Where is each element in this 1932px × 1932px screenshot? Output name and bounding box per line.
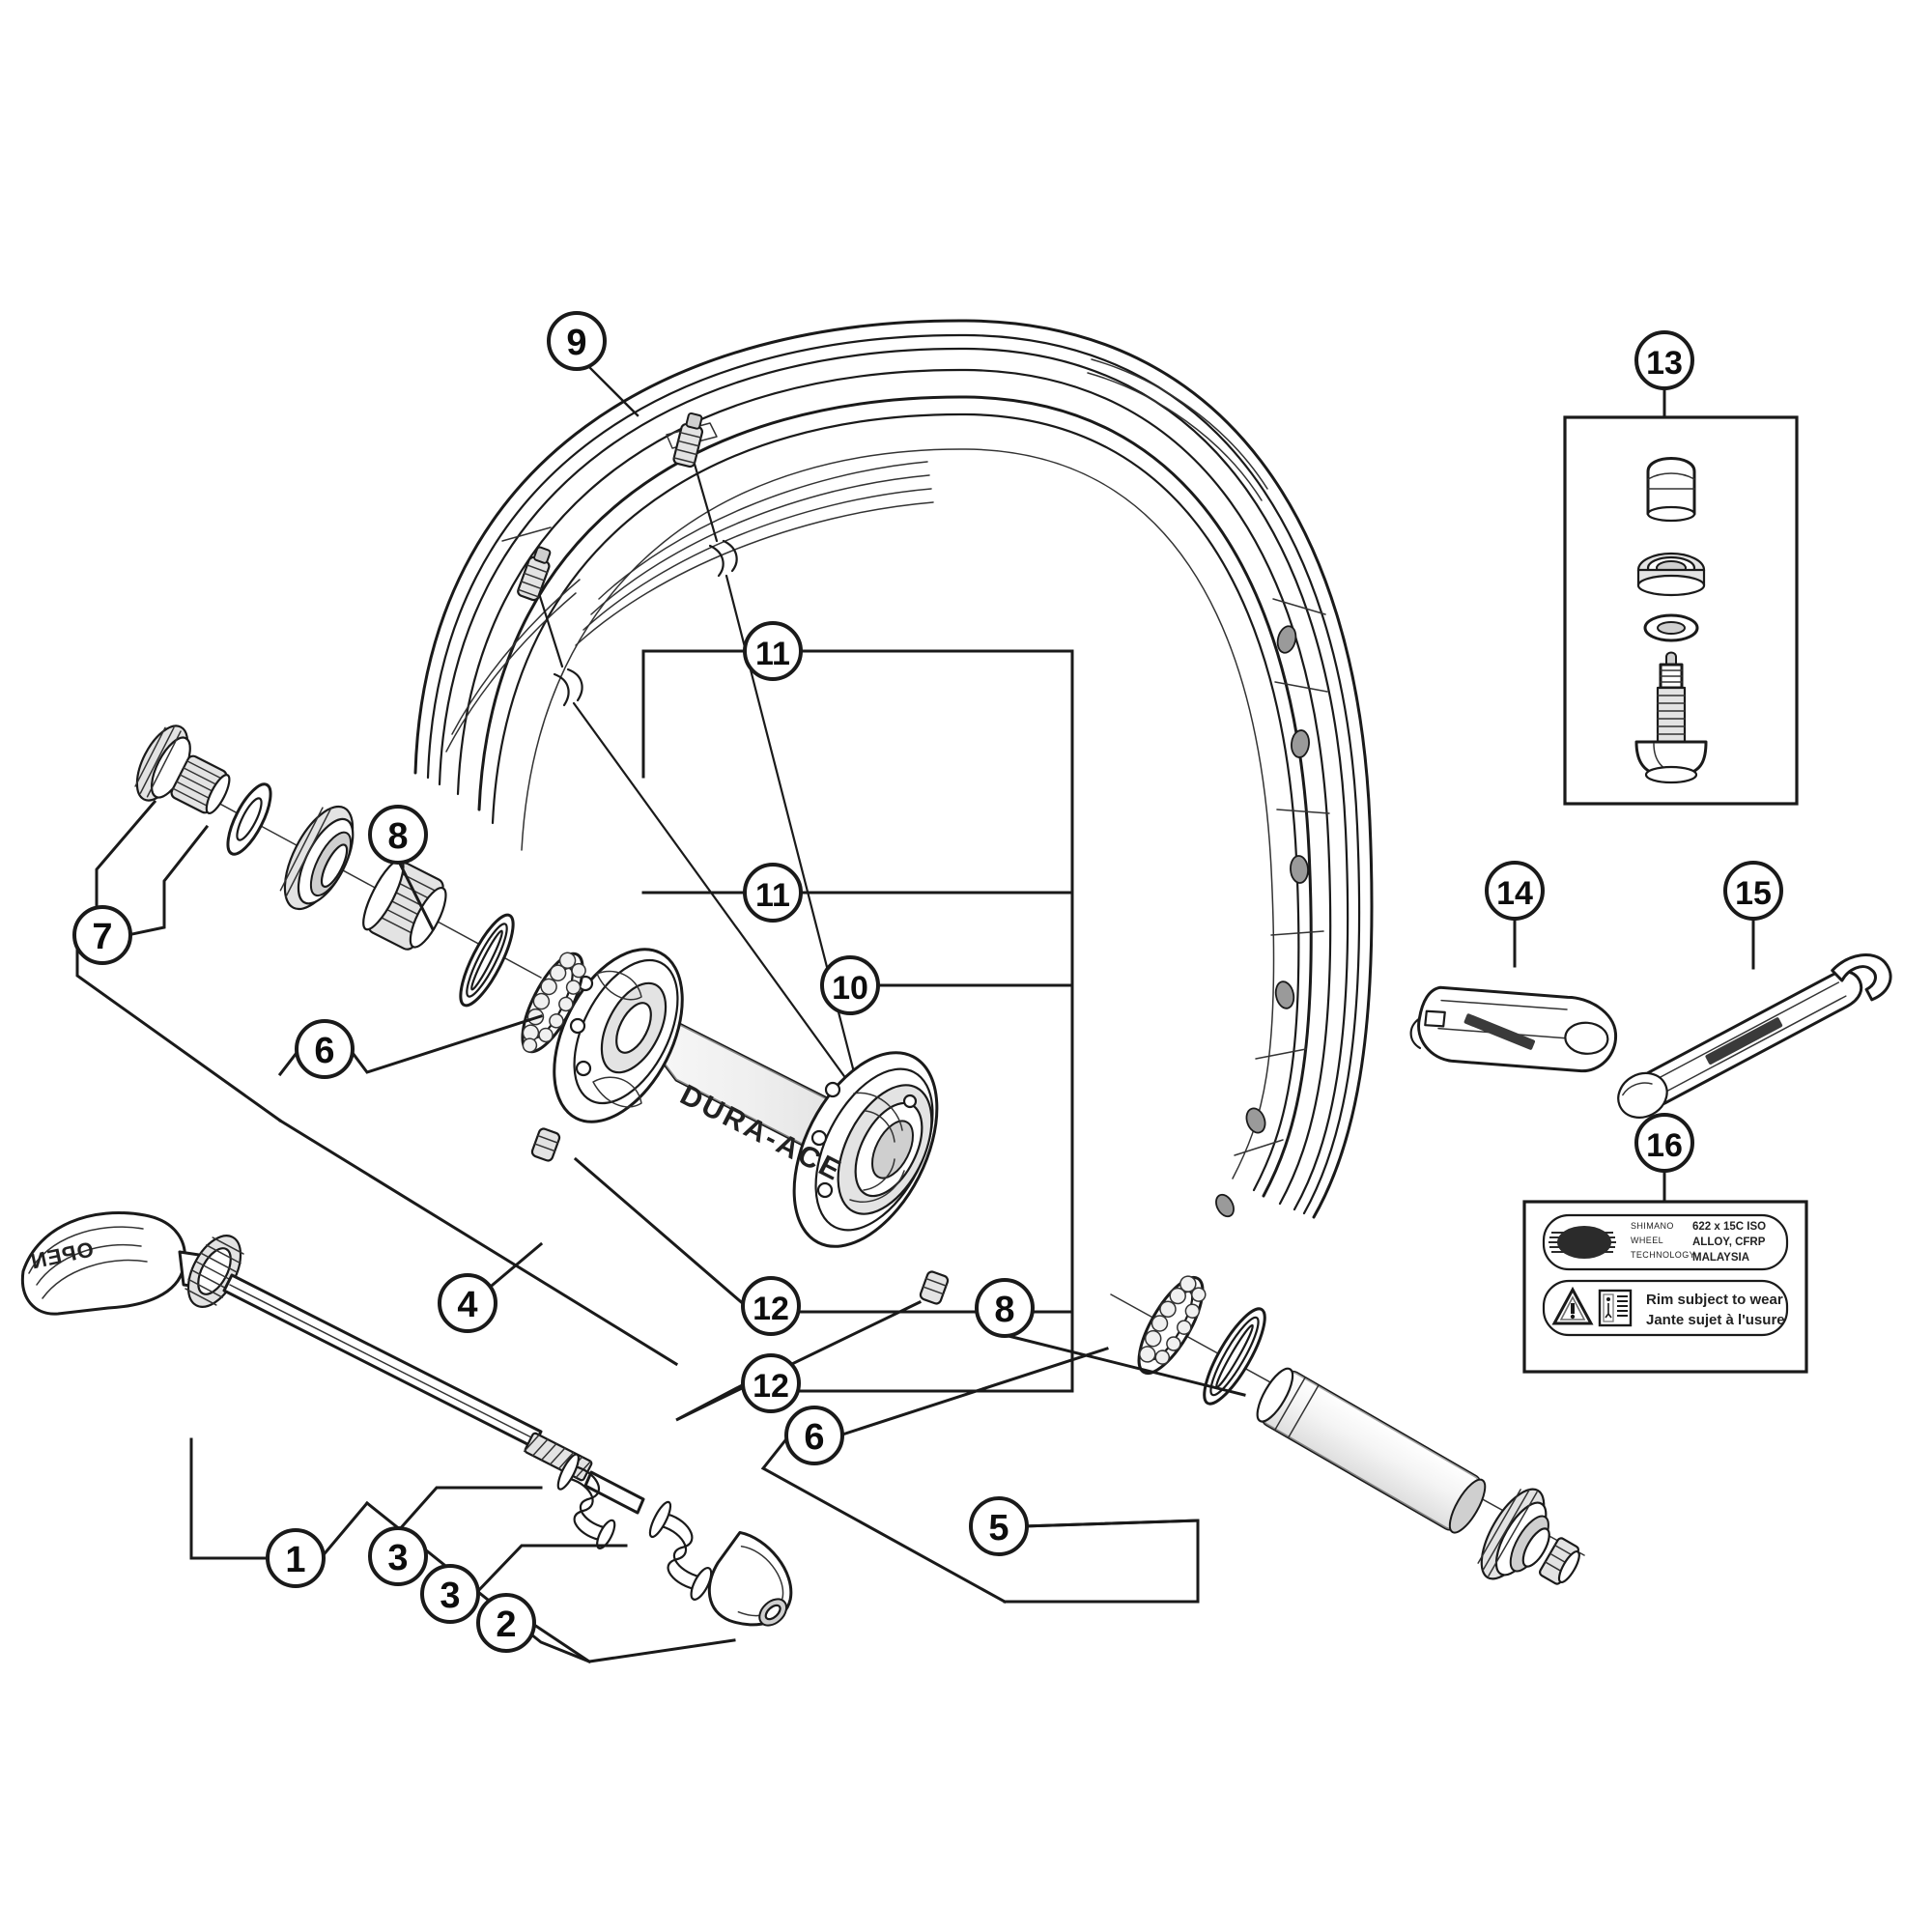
callout-cone-wrench[interactable]: 15	[1723, 861, 1783, 921]
callout-spoke-nipple-lower[interactable]: 12	[741, 1353, 801, 1413]
left-bearing-train	[134, 724, 586, 1054]
callout-bubble[interactable]	[820, 955, 880, 1015]
callout-number: 16	[1646, 1127, 1683, 1164]
callout-bubble[interactable]	[438, 1273, 497, 1333]
qr-adjusting-nut	[707, 1530, 793, 1627]
callout-bubble[interactable]	[743, 621, 803, 681]
callout-complete-wheel[interactable]: 10	[820, 955, 880, 1015]
ball-retainer-left	[521, 952, 586, 1054]
callout-ball-retainer-left[interactable]: 6	[295, 1019, 355, 1079]
right-axle-train	[1110, 1275, 1585, 1585]
callout-bubble[interactable]	[547, 311, 607, 371]
callout-bubble[interactable]	[741, 1276, 801, 1336]
qr-spring-left	[556, 1453, 616, 1549]
callout-spoke-lower[interactable]: 11	[743, 863, 803, 923]
callout-bubble[interactable]	[1634, 330, 1694, 390]
callout-quick-release-spring-left[interactable]: 3	[368, 1526, 428, 1586]
hub-shell: DURA-ACE	[553, 948, 939, 1248]
callout-number: 9	[566, 323, 586, 363]
callout-valve-stem-assembly[interactable]: 13	[1634, 330, 1694, 390]
ball-retainer-right	[1137, 1275, 1207, 1376]
callout-number: 8	[994, 1290, 1014, 1330]
rim-warning-decal: Rim subject to wear Jante sujet à l'usur…	[1542, 1279, 1789, 1337]
callout-bubble[interactable]	[743, 863, 803, 923]
callout-bubble[interactable]	[476, 1593, 536, 1653]
callout-number: 12	[753, 1291, 789, 1327]
callout-bubble[interactable]	[72, 905, 132, 965]
callout-spoke-nipple-wrench[interactable]: 14	[1485, 861, 1545, 921]
callout-number: 11	[755, 636, 790, 672]
decal-spec-line-1: 622 x 15C ISO	[1692, 1221, 1766, 1233]
callout-bubble[interactable]	[368, 805, 428, 865]
callout-number: 1	[285, 1540, 305, 1580]
callout-number: 13	[1646, 345, 1683, 382]
decal-brand-line-3: TECHNOLOGY	[1631, 1250, 1695, 1260]
callout-hub-axle-unit-complete[interactable]: 4	[438, 1273, 497, 1333]
callout-number: 3	[440, 1576, 460, 1616]
callout-hub-dust-seal-right[interactable]: 8	[975, 1278, 1035, 1338]
callout-number: 6	[314, 1031, 334, 1071]
callout-number: 15	[1735, 875, 1772, 912]
leader-9	[587, 365, 639, 417]
callout-bubble[interactable]	[420, 1564, 480, 1624]
callout-number: 3	[387, 1538, 408, 1578]
callout-bubble[interactable]	[975, 1278, 1035, 1338]
decal-warning-en: Rim subject to wear	[1646, 1292, 1783, 1308]
callout-bubble[interactable]	[1723, 861, 1783, 921]
callout-rim-decal-set[interactable]: 16	[1634, 1113, 1694, 1173]
callout-spoke-nipple-upper[interactable]: 12	[741, 1276, 801, 1336]
rim-decal-box: SHIMANO WHEEL TECHNOLOGY 622 x 15C ISO A…	[1522, 1200, 1808, 1374]
dust-seal-left	[459, 913, 515, 1008]
quick-release-skewer: OPEN	[20, 1211, 793, 1627]
cone-wrench	[1617, 953, 1892, 1119]
rim-spoke-holes	[1215, 625, 1310, 1218]
callout-bubble[interactable]	[741, 1353, 801, 1413]
decal-brand-line-2: WHEEL	[1631, 1236, 1663, 1245]
callout-bubble[interactable]	[266, 1528, 326, 1588]
callout-number: 12	[753, 1368, 789, 1405]
rim-spec-decal: SHIMANO WHEEL TECHNOLOGY 622 x 15C ISO A…	[1542, 1213, 1789, 1271]
spoke-nipple-parts	[530, 1127, 950, 1305]
callout-number: 6	[804, 1417, 824, 1458]
decal-warning-fr: Jante sujet à l'usure	[1646, 1312, 1785, 1328]
callout-ball-retainer-right[interactable]: 6	[784, 1406, 844, 1465]
callout-bubble[interactable]	[784, 1406, 844, 1465]
decal-spec-line-2: ALLOY, CFRP	[1692, 1236, 1766, 1248]
dust-seal-right	[1203, 1307, 1266, 1406]
spoke-nipple-wrench	[1409, 985, 1617, 1073]
callout-quick-release-skewer-complete[interactable]: 1	[266, 1528, 326, 1588]
callout-quick-release-adjusting-nut[interactable]: 2	[476, 1593, 536, 1653]
rim-arc	[413, 319, 1374, 1219]
callout-number: 10	[832, 970, 868, 1007]
callout-number: 14	[1496, 875, 1533, 912]
qr-lever: OPEN	[20, 1211, 230, 1316]
callout-spoke-upper[interactable]: 11	[743, 621, 803, 681]
callout-bubble[interactable]	[969, 1496, 1029, 1556]
callout-hub-dust-seal-left[interactable]: 8	[368, 805, 428, 865]
valve-stem-box	[1563, 415, 1799, 806]
callout-number: 7	[92, 917, 112, 957]
hub-axle	[1256, 1367, 1487, 1534]
callout-number: 2	[496, 1605, 516, 1645]
qr-spring-right	[648, 1500, 713, 1601]
hub-flange-left	[553, 948, 684, 1123]
decal-spec-line-3: MALAYSIA	[1692, 1252, 1749, 1264]
callout-number: 5	[988, 1508, 1009, 1548]
decal-brand-line-1: SHIMANO	[1631, 1221, 1674, 1231]
callout-bubble[interactable]	[1485, 861, 1545, 921]
callout-number: 8	[387, 816, 408, 857]
callout-quick-release-spring-right[interactable]: 3	[420, 1564, 480, 1624]
hub-flange-right	[792, 1051, 939, 1248]
callout-cone-and-locknut-unit-left[interactable]: 7	[72, 905, 132, 965]
callout-bubble[interactable]	[295, 1019, 355, 1079]
callout-bubble[interactable]	[368, 1526, 428, 1586]
callout-number: 4	[457, 1285, 477, 1325]
callout-hub-axle[interactable]: 5	[969, 1496, 1029, 1556]
callout-number: 11	[755, 877, 790, 914]
callout-rim[interactable]: 9	[547, 311, 607, 371]
callout-bubble[interactable]	[1634, 1113, 1694, 1173]
